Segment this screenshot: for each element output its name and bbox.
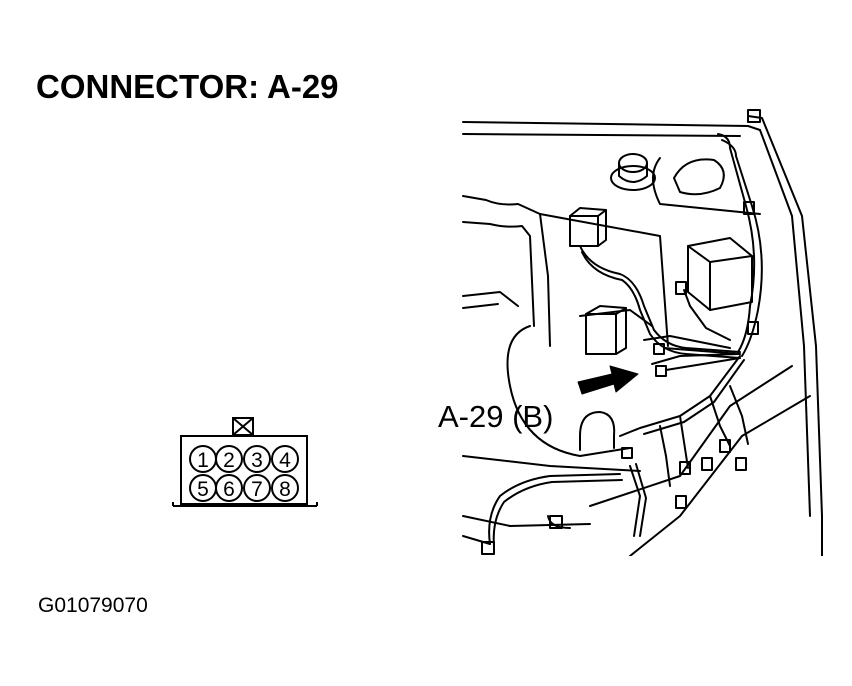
pin-5: 5 xyxy=(189,474,217,502)
svg-text:2: 2 xyxy=(223,449,235,472)
connector-a29-b xyxy=(655,365,667,377)
engine-block xyxy=(506,213,669,457)
engine-compartment-illustration: A-29 (B) xyxy=(438,109,823,556)
relay-box xyxy=(569,207,607,247)
pin-4: 4 xyxy=(271,445,299,473)
svg-text:6: 6 xyxy=(223,478,235,501)
pointer-arrow-icon xyxy=(577,365,639,395)
pin-3: 3 xyxy=(243,445,271,473)
svg-text:3: 3 xyxy=(251,449,263,472)
connector-callout-label: A-29 (B) xyxy=(438,399,553,434)
air-intake-duct xyxy=(462,195,551,347)
harness-connectors xyxy=(481,109,761,555)
wiring-harness xyxy=(488,133,763,547)
strut-cap xyxy=(610,153,656,191)
svg-text:8: 8 xyxy=(279,478,291,501)
figure-id: G01079070 xyxy=(38,594,148,617)
pin-2: 2 xyxy=(215,445,243,473)
connector-face-diagram: 1 2 3 4 5 6 7 8 xyxy=(172,417,318,507)
svg-text:7: 7 xyxy=(251,478,263,501)
body-outline xyxy=(462,115,823,556)
page-title: CONNECTOR: A-29 xyxy=(36,68,339,105)
junction-box xyxy=(687,237,753,311)
pin-6: 6 xyxy=(215,474,243,502)
bracket-top-right xyxy=(652,157,761,215)
lock-tab-icon xyxy=(232,417,254,436)
svg-text:4: 4 xyxy=(279,449,291,472)
callout-leader-lines xyxy=(663,347,741,371)
pin-1: 1 xyxy=(189,445,217,473)
pin-7: 7 xyxy=(243,474,271,502)
pin-8: 8 xyxy=(271,474,299,502)
svg-text:5: 5 xyxy=(197,478,209,501)
svg-text:1: 1 xyxy=(197,449,209,472)
